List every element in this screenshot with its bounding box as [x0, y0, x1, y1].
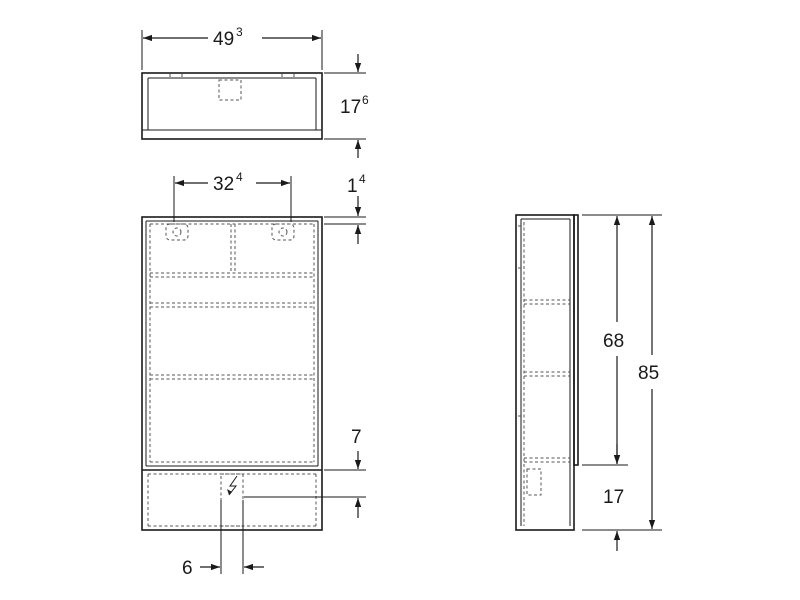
- dim-label-socket-width: 6: [182, 558, 193, 579]
- dimension-top-width: 49 3: [141, 25, 323, 70]
- dimension-top-depth: 17 6: [324, 54, 369, 158]
- dim-label-side-total: 85: [638, 363, 659, 384]
- dimension-side-lower: 17: [603, 444, 624, 551]
- dim-label-hole-spacing: 32: [213, 174, 234, 195]
- front-view-outline: [141, 216, 323, 531]
- mirror-door-edge: [573, 214, 579, 466]
- dimension-side-upper: 68: [582, 214, 662, 466]
- dim-sup-top-offset: 4: [359, 172, 366, 186]
- dimension-top-offset: 1 4: [324, 172, 366, 244]
- dim-label-top-depth: 17: [340, 97, 361, 118]
- top-view: [141, 72, 323, 140]
- dimension-mirror-gap: 7: [244, 427, 366, 518]
- dim-label-side-lower: 17: [603, 487, 624, 508]
- dim-sup-top-width: 3: [236, 25, 243, 39]
- dim-label-side-upper: 68: [603, 331, 624, 352]
- dimension-side-total: 85: [582, 216, 662, 531]
- dim-sup-top-depth: 6: [362, 93, 369, 107]
- dim-sup-hole-spacing: 4: [236, 170, 243, 184]
- top-view-outline: [141, 72, 323, 140]
- dimension-hole-spacing: 32 4: [173, 170, 292, 222]
- dim-label-top-width: 49: [213, 29, 234, 50]
- lightning-bolt-icon: [227, 475, 238, 496]
- dim-label-mirror-gap: 7: [351, 427, 362, 448]
- dimension-socket-width: 6: [182, 500, 264, 579]
- side-view: [515, 214, 579, 531]
- dim-label-top-offset: 1: [347, 176, 358, 197]
- front-view: [141, 216, 323, 531]
